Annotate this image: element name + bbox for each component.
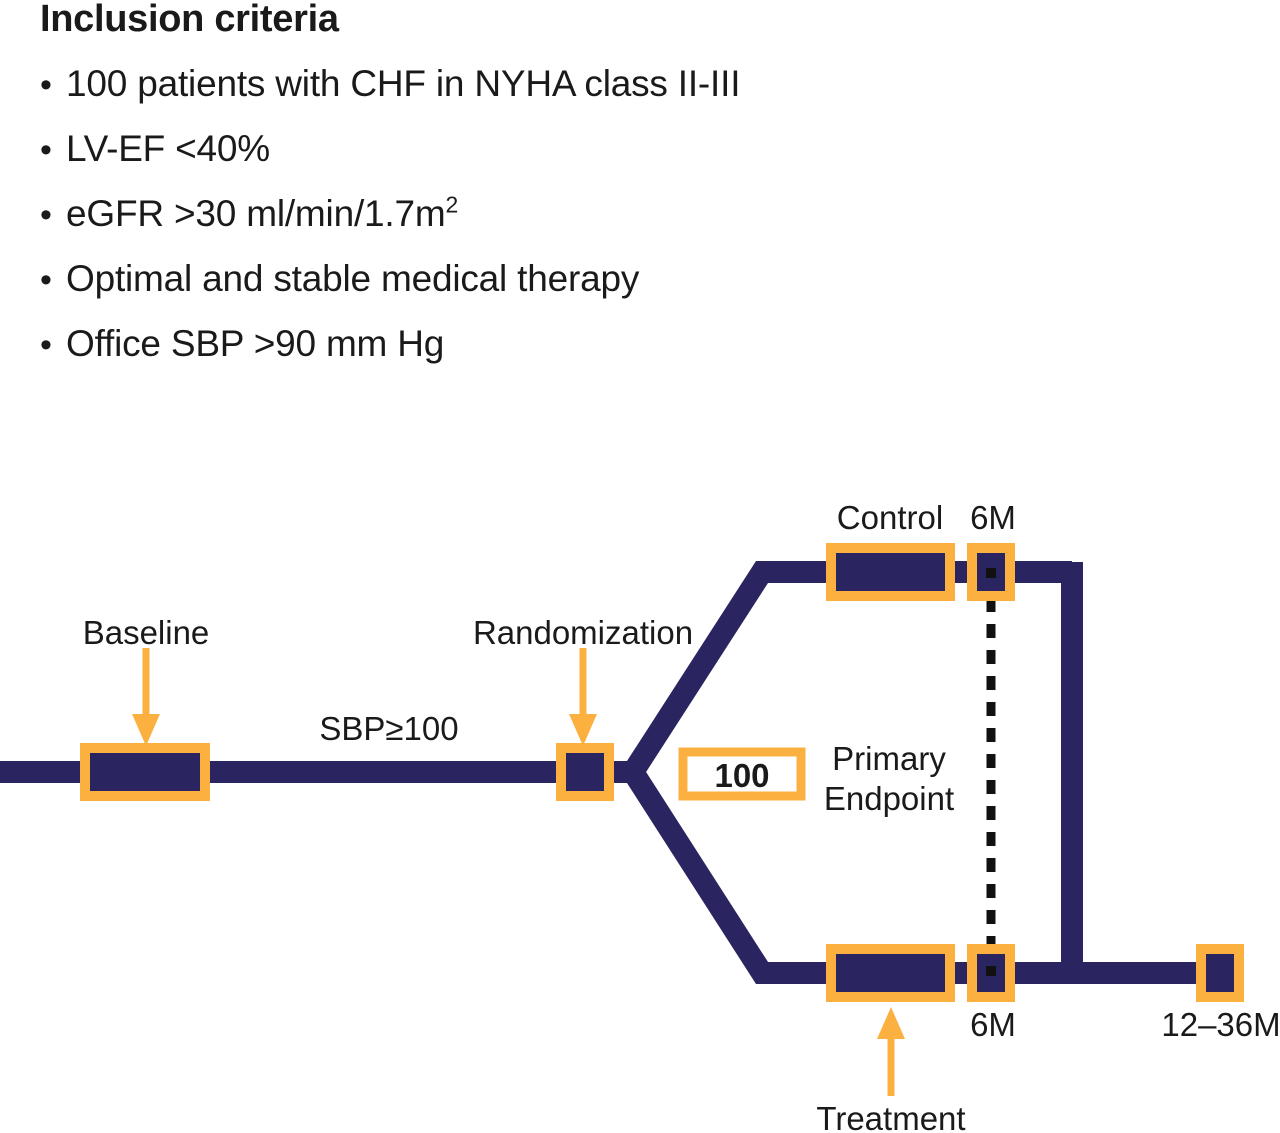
label-control-6m: 6M [970, 499, 1016, 536]
label-treatment: Treatment [816, 1100, 965, 1133]
node-randomization[interactable] [556, 743, 614, 801]
criteria-item-3-text: eGFR >30 ml/min/1.7m [66, 193, 446, 234]
label-treatment-6m: 6M [970, 1006, 1016, 1043]
bullet-icon: • [40, 66, 52, 104]
label-sbp-threshold: SBP≥100 [319, 710, 458, 747]
criteria-item-2: • LV-EF <40% [40, 117, 1240, 182]
criteria-item-3-superscript: 2 [445, 191, 459, 218]
criteria-item-5: • Office SBP >90 mm Hg [40, 312, 1240, 377]
enrolled-count-label: 100 [714, 757, 769, 794]
criteria-item-2-text: LV-EF <40% [66, 128, 271, 169]
label-randomization: Randomization [473, 614, 693, 651]
bullet-icon: • [40, 131, 52, 169]
control-branch-path [623, 561, 840, 778]
criteria-item-3: • eGFR >30 ml/min/1.7m2 [40, 182, 1240, 247]
bullet-icon: • [40, 261, 52, 299]
bullet-icon: • [40, 326, 52, 364]
label-control: Control [837, 499, 943, 536]
criteria-item-5-text: Office SBP >90 mm Hg [66, 323, 445, 364]
bullet-icon: • [40, 196, 52, 234]
criteria-item-1-text: 100 patients with CHF in NYHA class II-I… [66, 63, 741, 104]
randomization-arrow-icon [569, 648, 597, 746]
label-primary-endpoint-line2: Endpoint [824, 780, 954, 817]
baseline-arrow-icon [132, 648, 160, 746]
enrolled-count-badge: 100 [678, 747, 806, 801]
node-baseline[interactable] [80, 743, 210, 801]
inclusion-criteria-block: Inclusion criteria • 100 patients with CH… [40, 0, 1240, 377]
treatment-branch-path [623, 766, 840, 984]
criteria-item-4: • Optimal and stable medical therapy [40, 247, 1240, 312]
treatment-arrow-icon [877, 1007, 905, 1096]
endpoint-dots [986, 568, 996, 976]
node-control[interactable] [826, 543, 955, 601]
node-treatment[interactable] [826, 944, 955, 1002]
node-followup[interactable] [1196, 944, 1244, 1002]
label-baseline: Baseline [83, 614, 210, 651]
label-followup: 12–36M [1161, 1006, 1280, 1043]
criteria-item-1: • 100 patients with CHF in NYHA class II-… [40, 52, 1240, 117]
callout-arrows [132, 648, 905, 1096]
criteria-item-4-text: Optimal and stable medical therapy [66, 258, 640, 299]
page-title: Inclusion criteria [40, 0, 339, 40]
label-primary-endpoint-line1: Primary [832, 740, 946, 777]
